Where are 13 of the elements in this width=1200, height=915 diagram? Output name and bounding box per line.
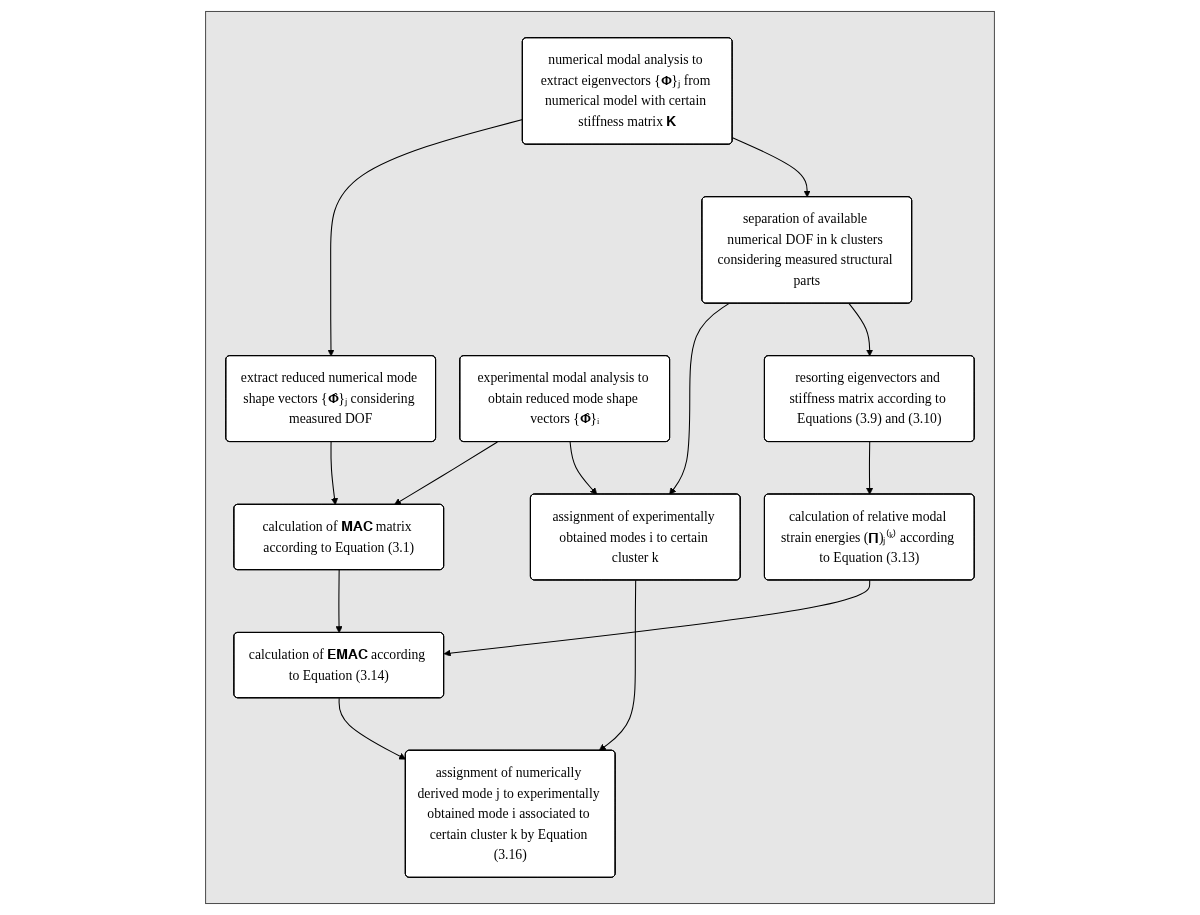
cluster: [205, 10, 995, 905]
arrow: [866, 441, 874, 495]
arrow: [327, 118, 524, 357]
arrow: [669, 303, 730, 495]
arrow: [335, 569, 343, 634]
arrow: [330, 441, 339, 506]
arrow: [394, 441, 498, 506]
arrow: [338, 697, 407, 760]
arrow: [443, 579, 871, 657]
arrow: [732, 137, 811, 198]
arrow: [598, 579, 637, 751]
arrow: [569, 441, 598, 495]
arrow: [848, 303, 874, 357]
